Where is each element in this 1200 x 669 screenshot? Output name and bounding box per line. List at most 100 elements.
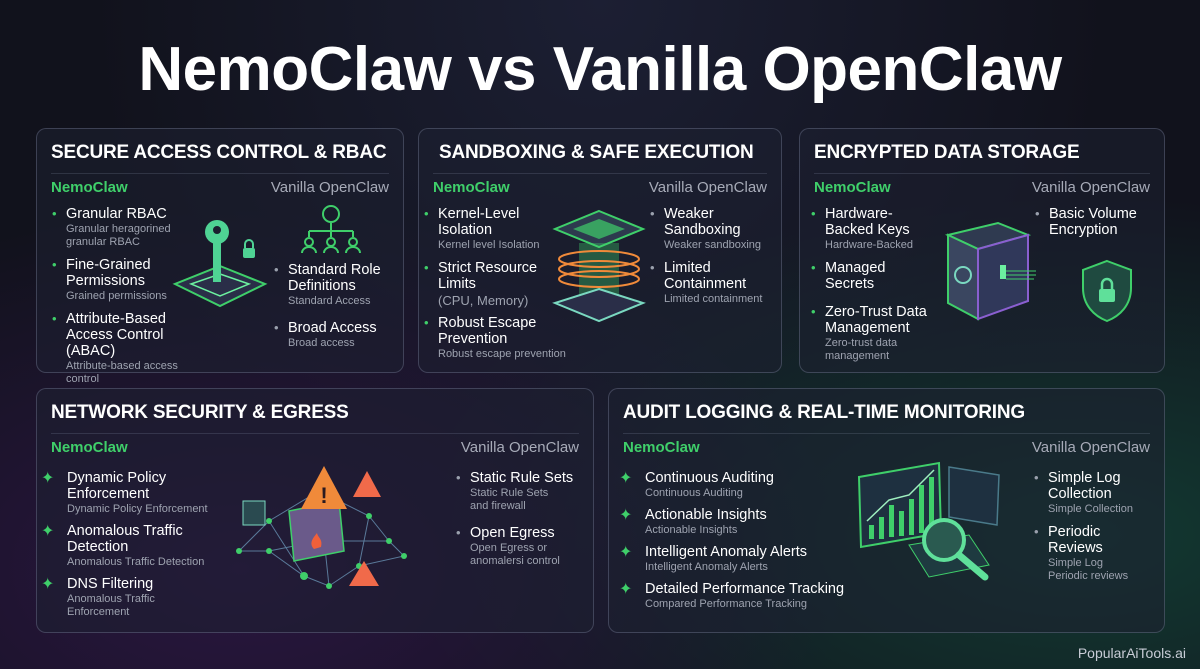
panel-heading: AUDIT LOGGING & REAL-TIME MONITORING: [623, 402, 1025, 423]
item-subtitle: Simple Collection: [1048, 503, 1133, 515]
panel-heading: SANDBOXING & SAFE EXECUTION: [439, 142, 754, 163]
panel-access-control: SECURE ACCESS CONTROL & RBAC NemoClaw Va…: [36, 128, 404, 385]
firewall-network-icon: !: [229, 461, 419, 616]
divider: [433, 173, 767, 174]
item-title: Fine-Grained Permissions: [66, 257, 151, 289]
item-subtitle: Standard Access: [288, 295, 371, 307]
item-title: Static Rule Sets: [470, 470, 574, 486]
sparkle-icon: ✦: [41, 523, 55, 540]
nemoclaw-label: NemoClaw: [51, 439, 128, 456]
item-title: Managed Secrets: [825, 260, 886, 292]
vanilla-label: Vanilla OpenClaw: [270, 179, 389, 196]
item-subtitle: Simple Log Periodic reviews: [1048, 557, 1129, 582]
item-title: DNS Filtering: [67, 576, 154, 592]
sparkle-icon: ✦: [619, 470, 633, 487]
nemoclaw-label: NemoClaw: [433, 179, 510, 196]
item-subtitle: Limited containment: [664, 293, 763, 305]
item-subtitle: Attribute-based access control: [66, 360, 178, 385]
item-title: Strict Resource Limits: [438, 260, 538, 292]
vanilla-label: Vanilla OpenClaw: [1031, 179, 1150, 196]
item-title: Continuous Auditing: [645, 470, 774, 486]
panel-audit-logging: AUDIT LOGGING & REAL-TIME MONITORING Nem…: [608, 388, 1165, 633]
nemoclaw-label: NemoClaw: [814, 179, 891, 196]
footer-watermark: PopularAiTools.ai: [1077, 645, 1186, 661]
item-title: Limited Containment: [664, 260, 747, 292]
panel-heading: NETWORK SECURITY & EGRESS: [51, 402, 349, 423]
sparkle-icon: ✦: [619, 581, 633, 598]
item-subtitle: Actionable Insights: [645, 524, 738, 536]
vanilla-list: •Basic Volume Encryption: [1034, 206, 1159, 246]
item-subtitle: Dynamic Policy Enforcement: [67, 503, 208, 515]
safe-vault-icon: [938, 215, 1038, 330]
panel-encrypted-storage: ENCRYPTED DATA STORAGE NemoClaw Vanilla …: [799, 128, 1165, 373]
sparkle-icon: ✦: [619, 507, 633, 524]
item-subtitle: Open Egress or anomalersi control: [470, 542, 560, 567]
item-subtitle: Broad access: [288, 337, 355, 349]
list-item: •Basic Volume Encryption: [1034, 206, 1159, 238]
item-subtitle: Kernel level Isolation: [438, 239, 540, 251]
vanilla-label: Vanilla OpenClaw: [1031, 439, 1150, 456]
item-subtitle: Compared Performance Tracking: [645, 598, 808, 610]
item-title: Kernel-Level Isolation: [438, 206, 520, 238]
divider: [814, 173, 1150, 174]
dashboard-magnifier-icon: [849, 455, 1009, 600]
vanilla-label: Vanilla OpenClaw: [460, 439, 579, 456]
item-title: Intelligent Anomaly Alerts: [645, 544, 808, 560]
item-title: Open Egress: [470, 525, 555, 541]
item-title: Periodic Reviews: [1048, 524, 1103, 556]
vanilla-label: Vanilla OpenClaw: [648, 179, 767, 196]
panel-heading: SECURE ACCESS CONTROL & RBAC: [51, 142, 387, 163]
item-title: Actionable Insights: [645, 507, 767, 523]
item-title: Granular RBAC: [66, 206, 167, 222]
sparkle-icon: ✦: [41, 470, 55, 487]
shield-lock-icon: [1072, 257, 1142, 332]
svg-text:!: !: [320, 483, 327, 508]
item-subtitle: (CPU, Memory): [438, 293, 529, 308]
item-title: Basic Volume Encryption: [1049, 206, 1137, 238]
list-item: •Managed Secrets: [810, 260, 938, 292]
item-title: Attribute-Based Access Control (ABAC): [66, 311, 166, 359]
item-subtitle: Intelligent Anomaly Alerts: [645, 561, 768, 573]
panel-sandboxing: SANDBOXING & SAFE EXECUTION NemoClaw Van…: [418, 128, 782, 373]
list-item: •Attribute-Based Access Control (ABAC)At…: [51, 311, 211, 386]
divider: [51, 433, 579, 434]
item-subtitle: Anomalous Traffic Detection: [67, 556, 205, 568]
item-subtitle: Anomalous Traffic Enforcement: [67, 593, 155, 618]
sparkle-icon: ✦: [41, 576, 55, 593]
panel-network-security: NETWORK SECURITY & EGRESS NemoClaw Vanil…: [36, 388, 594, 633]
item-title: Anomalous Traffic Detection: [67, 523, 183, 555]
page-title: NemoClaw vs Vanilla OpenClaw: [138, 35, 1062, 104]
item-subtitle: Robust escape prevention: [438, 348, 566, 360]
item-subtitle: Static Rule Sets and firewall: [470, 487, 549, 512]
nemoclaw-label: NemoClaw: [51, 179, 128, 196]
list-item: •Strict Resource Limits(CPU, Memory): [423, 260, 563, 307]
item-title: Hardware-Backed Keys: [825, 206, 910, 238]
item-subtitle: Granular heragorined granular RBAC: [66, 223, 171, 248]
sandbox-cube-icon: [551, 207, 647, 332]
